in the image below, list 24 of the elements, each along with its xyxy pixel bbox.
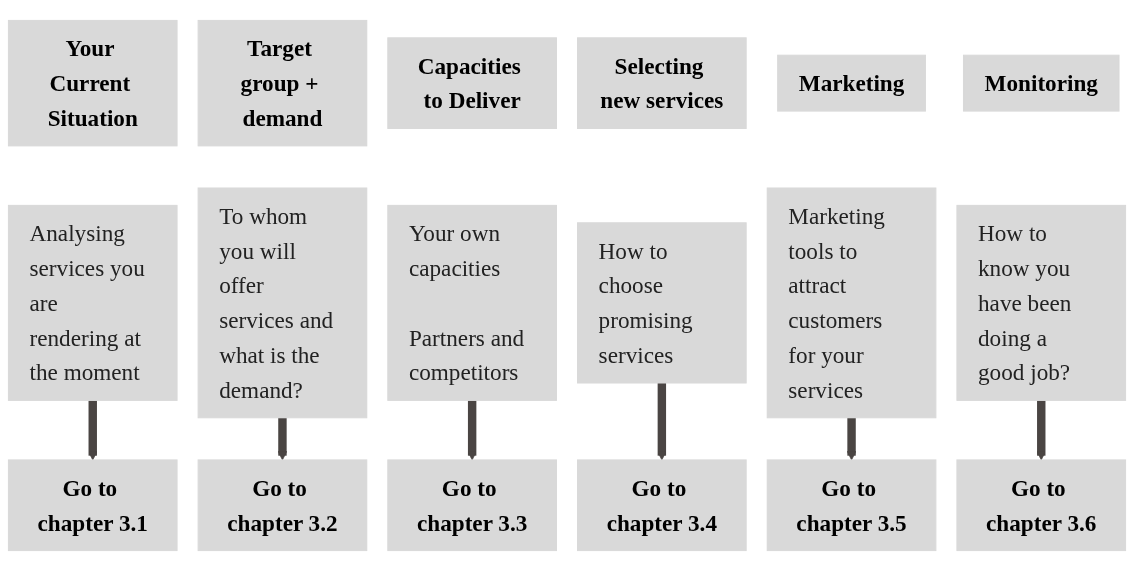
node-box: Go to chapter 3.2	[197, 459, 368, 552]
node-box: Target group + demand	[197, 19, 368, 147]
node-box: Analysing services you are rendering at the moment	[7, 204, 178, 401]
node-box: To whom you will offer services and what is the demand?	[197, 187, 368, 419]
arrow	[277, 417, 288, 461]
arrow	[1036, 400, 1046, 461]
node-box: Marketing tools to attract customers for your services	[766, 187, 937, 419]
node-box: Go to chapter 3.3	[387, 459, 557, 552]
node-box: Go to chapter 3.1	[7, 459, 178, 552]
node-box: Go to chapter 3.5	[766, 459, 937, 552]
node-box: Your Current Situation	[7, 19, 178, 147]
node-box: How to choose promising services	[577, 222, 747, 384]
node-box: Go to chapter 3.6	[956, 459, 1127, 552]
arrow	[846, 417, 857, 461]
node-box: Monitoring	[962, 54, 1120, 112]
node-box: How to know you have been doing a good job?	[956, 204, 1127, 401]
node-box: Selecting new services	[577, 37, 747, 129]
node-box: Your own capacities Partners and competitors	[387, 204, 557, 401]
node-box: Marketing	[777, 54, 926, 112]
arrow	[467, 400, 477, 461]
arrow	[657, 383, 667, 461]
node-box: Go to chapter 3.4	[577, 459, 747, 552]
arrow	[88, 400, 98, 461]
node-box: Capacities to Deliver	[387, 37, 557, 129]
